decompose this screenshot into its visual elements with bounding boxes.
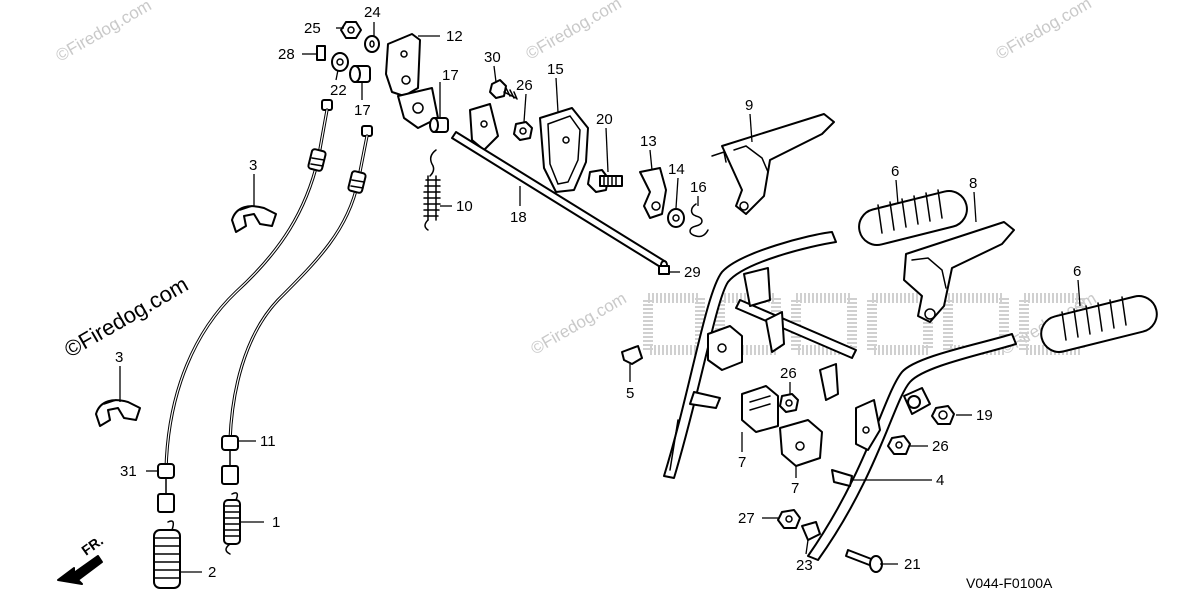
drawing-code: V044-F0100A xyxy=(966,575,1053,591)
callout-31: 31 xyxy=(120,463,137,480)
callout-30: 30 xyxy=(484,49,501,66)
bolt-30 xyxy=(489,79,518,100)
washer-14 xyxy=(667,208,685,228)
clip-3-upper xyxy=(231,205,277,233)
bracket-12 xyxy=(385,33,439,129)
callout-6-upper: 6 xyxy=(891,163,899,180)
clip-5 xyxy=(621,345,643,365)
callout-26-right: 26 xyxy=(932,438,949,455)
callout-13: 13 xyxy=(640,133,657,150)
callout-26-mid: 26 xyxy=(780,365,797,382)
front-direction-arrow: FR. xyxy=(57,532,106,585)
collar-17-upper xyxy=(349,65,371,83)
nut-26-mid xyxy=(779,393,799,413)
watermark-mid-center: ©Firedog.com xyxy=(528,289,630,359)
watermark-top-left: ©Firedog.com xyxy=(53,0,155,65)
spring-16 xyxy=(689,203,709,238)
watermark-mid-left: ©Firedog.com xyxy=(60,271,192,362)
callout-27: 27 xyxy=(738,510,755,527)
callout-25: 25 xyxy=(304,20,321,37)
callout-16: 16 xyxy=(690,179,707,196)
switch-7-right xyxy=(779,419,823,467)
nut-19 xyxy=(931,405,955,425)
cover-15 xyxy=(539,107,589,193)
nut-25 xyxy=(340,21,362,39)
callout-1: 1 xyxy=(272,514,280,531)
handle-frame-4 xyxy=(663,231,1017,561)
callout-23: 23 xyxy=(796,557,813,574)
spring-10 xyxy=(423,149,441,231)
clip-3-lower xyxy=(95,399,141,427)
leader-lines xyxy=(119,22,1081,573)
cable-2-31 xyxy=(157,99,333,513)
callout-5: 5 xyxy=(626,385,634,402)
grip-6-upper xyxy=(858,189,968,246)
shaft-arm xyxy=(469,103,499,151)
callout-22: 22 xyxy=(330,82,347,99)
nut-26-top xyxy=(513,121,533,141)
callout-7-right: 7 xyxy=(791,480,799,497)
callout-10: 10 xyxy=(456,198,473,215)
spring-1 xyxy=(223,492,241,555)
callout-28: 28 xyxy=(278,46,295,63)
callout-14: 14 xyxy=(668,161,685,178)
nut-27 xyxy=(777,509,801,529)
front-direction-label: FR. xyxy=(78,532,106,558)
callout-labels: 25 24 12 28 22 17 17 30 26 15 9 20 13 14… xyxy=(115,4,1081,581)
lever-9 xyxy=(711,113,835,215)
lever-13 xyxy=(639,167,667,219)
switch-7-left xyxy=(741,385,779,433)
callout-3-lower: 3 xyxy=(115,349,123,366)
washer-24 xyxy=(364,35,380,53)
callout-18: 18 xyxy=(510,209,527,226)
callout-8: 8 xyxy=(969,175,977,192)
callout-2: 2 xyxy=(208,564,216,581)
watermark-top-right: ©Firedog.com xyxy=(993,0,1095,63)
callout-11: 11 xyxy=(260,433,276,450)
callout-7-left: 7 xyxy=(738,454,746,471)
bolt-21 xyxy=(845,549,883,573)
callout-12: 12 xyxy=(446,28,463,45)
callout-17-lower: 17 xyxy=(354,102,371,119)
cable-1-11 xyxy=(221,125,373,485)
callout-24: 24 xyxy=(364,4,381,21)
washer-22 xyxy=(331,52,349,72)
callout-26-top: 26 xyxy=(516,77,533,94)
bolt-20 xyxy=(587,169,623,193)
callout-4: 4 xyxy=(936,472,944,489)
washer-23 xyxy=(801,521,821,541)
callout-3-upper: 3 xyxy=(249,157,257,174)
callout-9: 9 xyxy=(745,97,753,114)
pin-29 xyxy=(658,265,670,275)
callout-19: 19 xyxy=(976,407,993,424)
lever-8 xyxy=(903,221,1015,323)
bracket-right xyxy=(855,399,881,451)
callout-6-lower: 6 xyxy=(1073,263,1081,280)
callout-29: 29 xyxy=(684,264,701,281)
pin-28 xyxy=(316,45,326,61)
callout-20: 20 xyxy=(596,111,613,128)
switch-upper xyxy=(707,325,743,371)
nut-26-right xyxy=(887,435,911,455)
watermark-top-center: ©Firedog.com xyxy=(523,0,625,63)
callout-17-upper: 17 xyxy=(442,67,459,84)
callout-21: 21 xyxy=(904,556,921,573)
callout-15: 15 xyxy=(547,61,564,78)
collar-17-lower xyxy=(429,117,449,133)
grip-6-lower xyxy=(1040,295,1158,353)
spring-2 xyxy=(153,520,181,589)
